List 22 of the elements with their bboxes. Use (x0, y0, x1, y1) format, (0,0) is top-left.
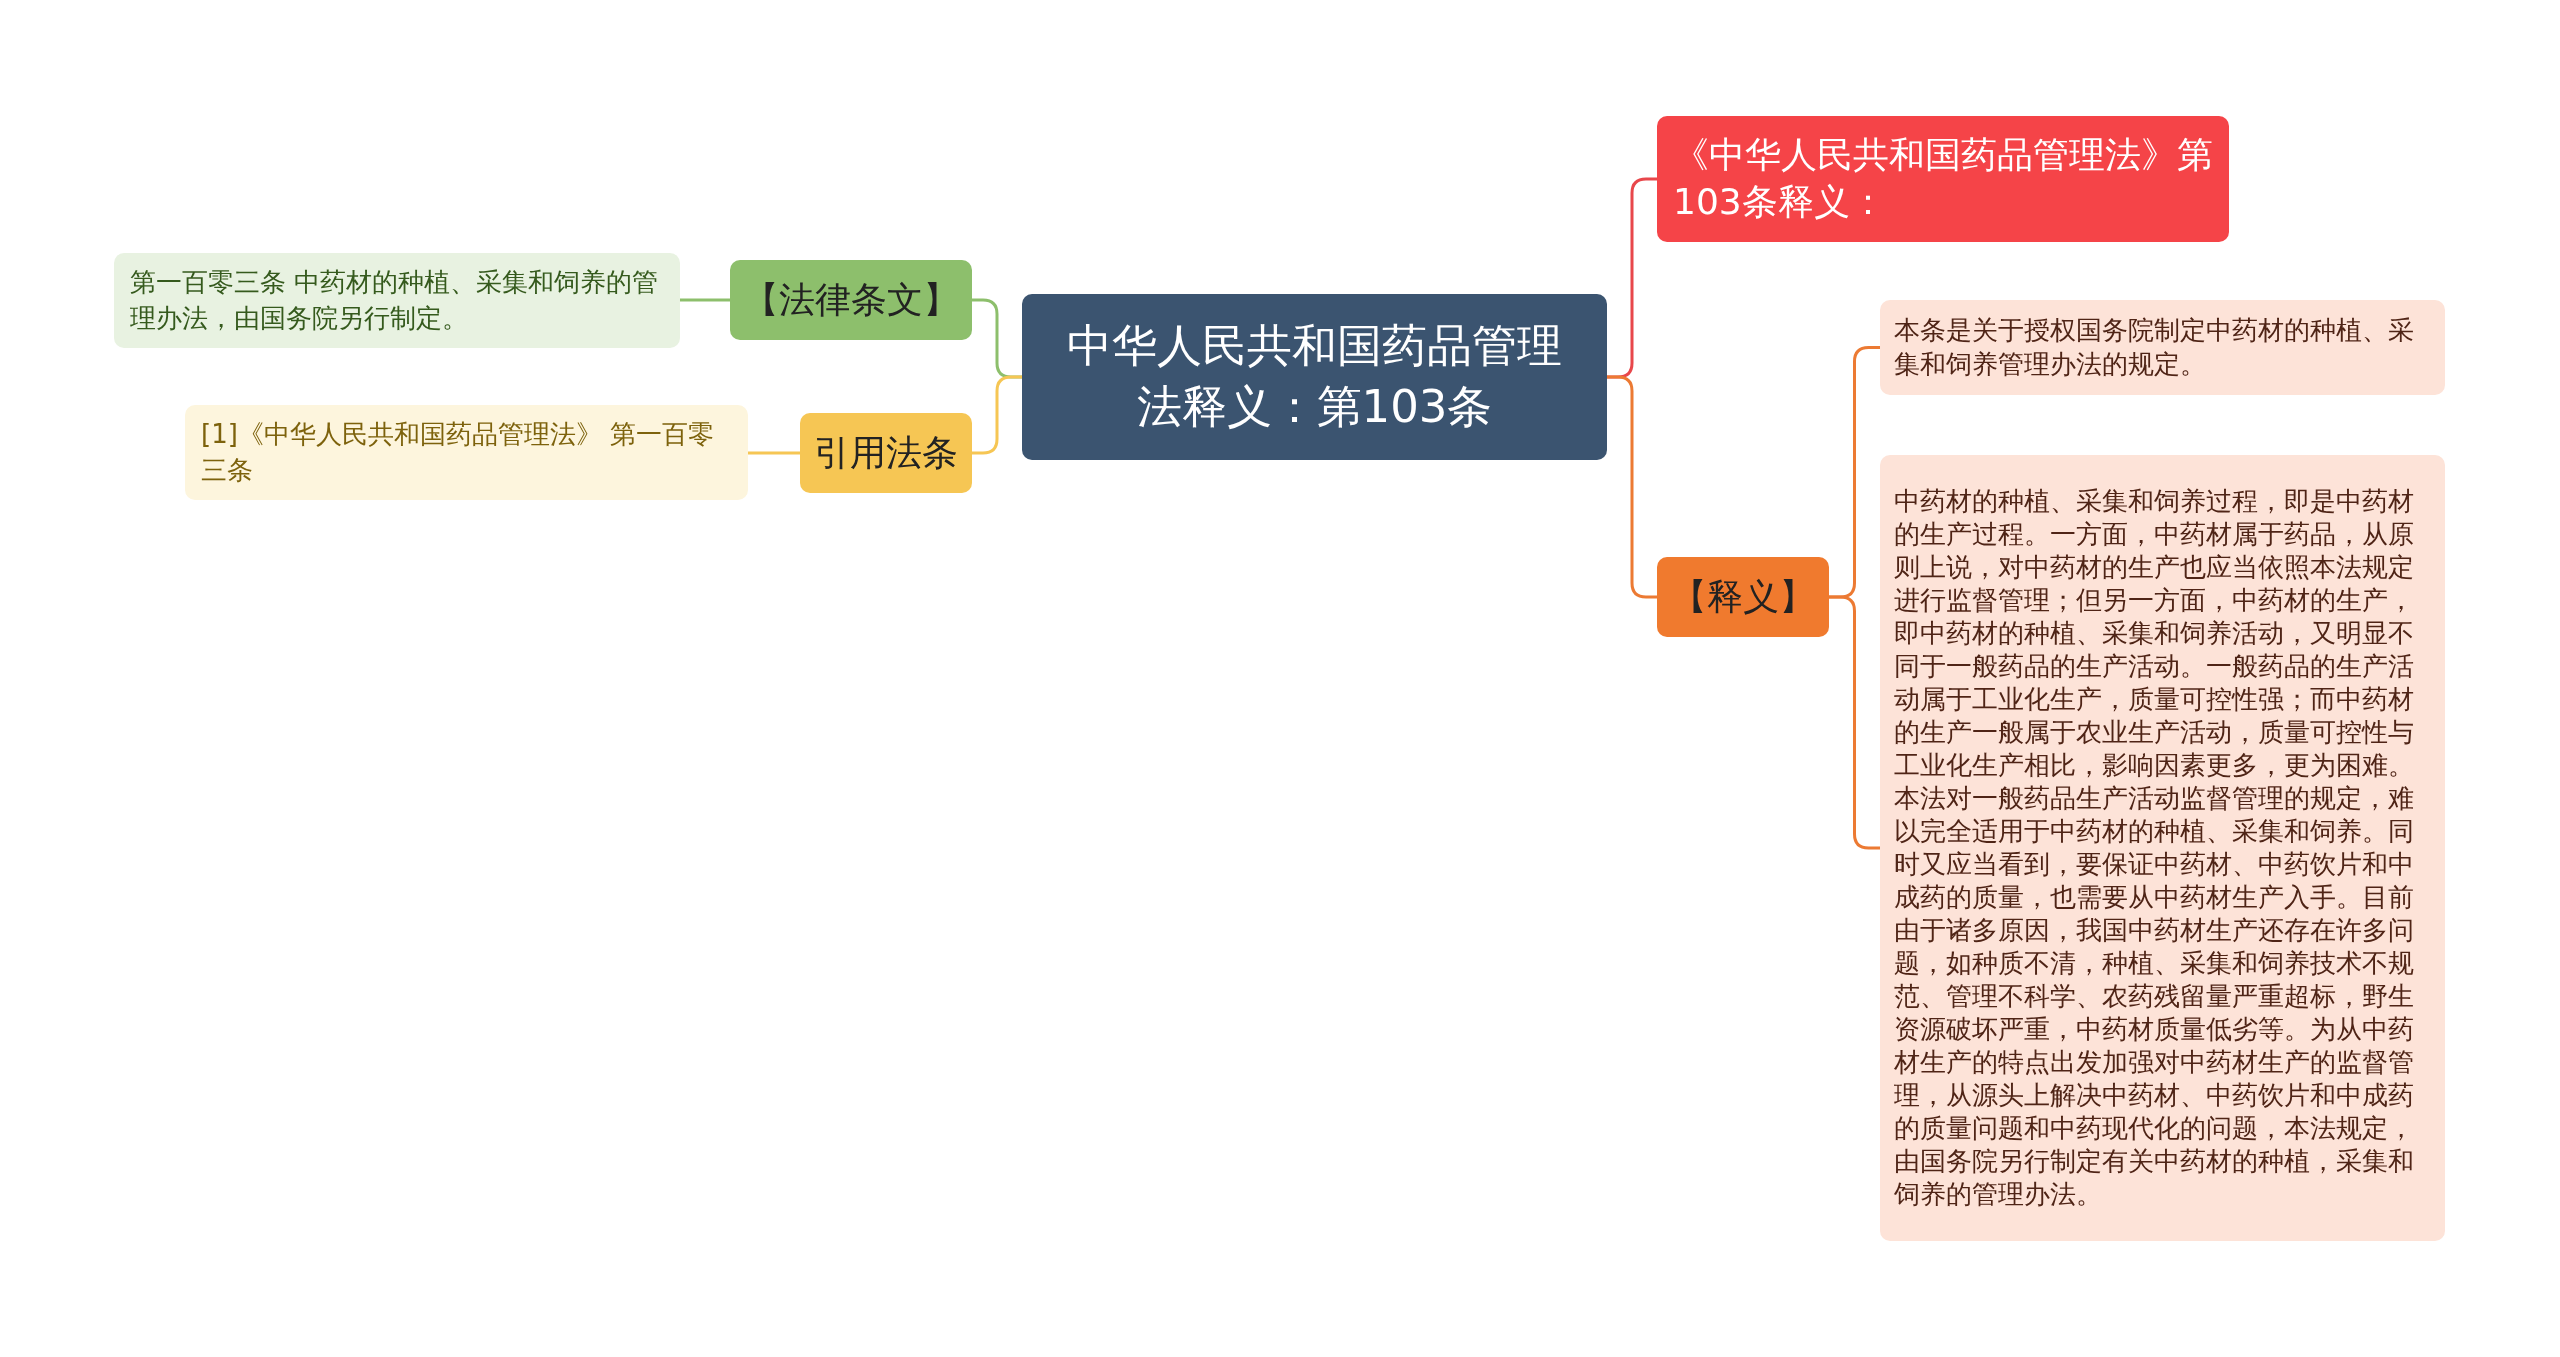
node-text: 本条是关于授权国务院制定中药材的种植、采集和饲养管理办法的规定。 (1894, 314, 2415, 381)
connector-line (748, 451, 800, 455)
leaf-box (114, 253, 680, 348)
connector-line (1607, 375, 1657, 599)
connector-line (1829, 595, 1880, 850)
connector-line (680, 298, 730, 302)
branch-box (800, 413, 972, 493)
leaf-box (185, 405, 748, 500)
node-text: 【释义】 (1670, 574, 1816, 619)
node-text: 第一百零三条 中药材的种植、采集和饲养的管理办法，由国务院另行制定。 (130, 266, 660, 335)
node-text: 【法律条文】 (742, 277, 960, 322)
leaf-box (1880, 300, 2445, 395)
node-text: 《中华人民共和国药品管理法》第103条释义： (1673, 133, 2213, 224)
connector-line (972, 375, 1022, 455)
node-text: 中华人民共和国药品管理法释义：第103条 (1066, 318, 1563, 435)
branch-box (1657, 116, 2229, 242)
node-text: [1]《中华人民共和国药品管理法》 第一百零三条 (201, 418, 716, 487)
topic-box (1022, 294, 1607, 460)
branch-box (1657, 557, 1829, 637)
node-text: 中药材的种植、采集和饲养过程，即是中药材的生产过程。一方面，中药材属于药品，从原则上说，对中药材的生产也应当依照本法规定进行监督管理；但另一方面，中药材的生产，即中药材的种植、采集和饲养活动，又明显不同于一般药品的生产活动。一般药品的生产活动属于工业化生产，质量可控性强；而中药材的生产一般属于农业生产活动，质量可控性与工业化生产相比，影响因素更多，更为困难。本法对一般药品生产活动监督管理的规定，难以完全适用于中药材的种植、采集和饲养。同时又应当看到，要保证中药材、中药饮片和中成药的质量，也需要从中药材生产入手。目前由于诸多原因，我国中药材生产还存在许多问题，如种质不清，种植、采集和饲养技术不规范、管理不科学、农药残留量严重超标，野生资源破坏严重，中药材质量低劣等。为从中药材生产的特点出发加强对中药材生产的监督管理，从源头上解决中药材、中药饮片和中成药的质量问题和中药现代化的问题，本法规定，由国务院另行制定有关中药材的种植，采集和饲养的管理办法。 (1894, 484, 2415, 1212)
node-text: 引用法条 (813, 430, 959, 475)
branch-box (730, 260, 972, 340)
